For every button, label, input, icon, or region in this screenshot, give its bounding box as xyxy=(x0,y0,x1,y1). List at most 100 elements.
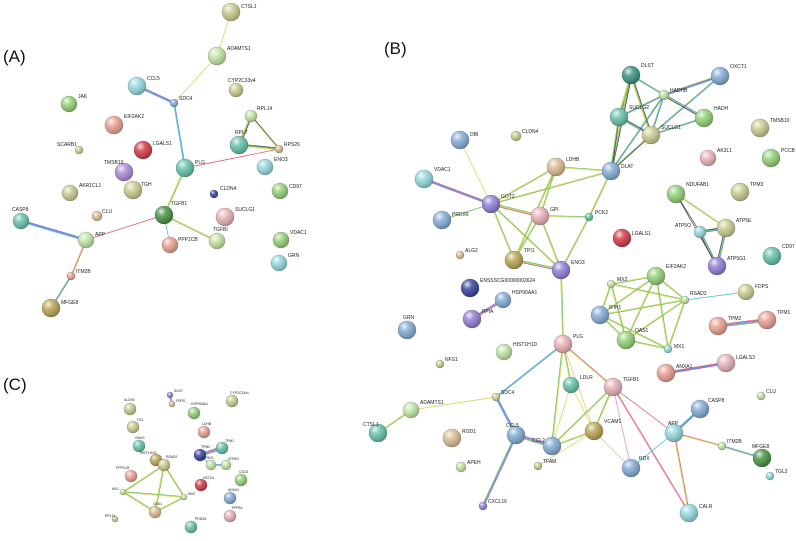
protein-node-tgl2[interactable]: TGL2 xyxy=(765,469,788,481)
protein-node-prdx6[interactable]: PRDX6 xyxy=(432,210,469,230)
protein-node-pppa1[interactable]: PPPA1 xyxy=(223,506,243,523)
protein-node-fs1[interactable]: FS1 xyxy=(126,418,143,434)
protein-node-sdc4[interactable]: SDC4 xyxy=(491,390,515,402)
protein-node-ctsl1[interactable]: CTSL1 xyxy=(221,2,257,22)
protein-node-lgals1[interactable]: LGALS1 xyxy=(133,140,172,160)
protein-node-suclg1[interactable]: SUCLG1 xyxy=(641,125,681,145)
protein-node-sulf[interactable]: SULF xyxy=(166,389,183,399)
protein-node-hsp90aa1[interactable]: HSP90AA1 xyxy=(494,290,538,309)
protein-node-scarb1[interactable]: SCARB1 xyxy=(57,142,84,155)
protein-node-ppp1cb[interactable]: PPP1CB xyxy=(161,236,198,254)
protein-node-hsp90aa1[interactable]: HSP90AA1 xyxy=(187,402,208,420)
protein-node-jak[interactable]: JAK xyxy=(60,94,88,113)
protein-node-mx1[interactable]: MX1 xyxy=(663,344,685,354)
protein-node-tpm1[interactable]: TPM1 xyxy=(215,439,234,455)
protein-node-anxa1[interactable]: ANXA1 xyxy=(223,488,239,505)
protein-node-eno3[interactable]: ENO3 xyxy=(256,157,288,176)
protein-node-ldlr[interactable]: LDLR xyxy=(562,375,593,394)
protein-node-rod1[interactable]: ROD1 xyxy=(442,428,476,448)
protein-node-cldn4[interactable]: CLDN4 xyxy=(510,129,539,142)
protein-node-ctsl1[interactable]: CTSL1 xyxy=(363,422,388,443)
protein-node-eno3[interactable]: ENO3 xyxy=(551,260,585,280)
protein-node-cldn4[interactable]: CLDN4 xyxy=(209,186,237,199)
protein-node-vdac1[interactable]: VDAC1 xyxy=(272,230,307,249)
protein-node-tgfb1[interactable]: TGFB1 xyxy=(154,201,187,225)
protein-node-hadhb[interactable]: HADHB xyxy=(658,88,688,101)
protein-node-rdx[interactable]: RDX xyxy=(621,456,650,478)
protein-node-cyp2c33v4[interactable]: CYP2C33v4 xyxy=(228,78,256,98)
protein-node-akr1cl1[interactable]: AKR1CL1 xyxy=(61,183,101,202)
protein-node-rps26[interactable]: RPS26 xyxy=(274,142,300,154)
protein-node-tpm3[interactable]: TPM3 xyxy=(730,182,764,202)
protein-node-app[interactable]: APP xyxy=(77,231,106,249)
protein-node-ldhb[interactable]: LDHB xyxy=(546,157,580,177)
protein-node-mx1[interactable]: MX1 xyxy=(112,487,127,496)
protein-node-tgh[interactable]: TGH xyxy=(123,180,152,200)
protein-node-calr[interactable]: CALR xyxy=(679,503,713,523)
protein-node-tfam[interactable]: TFAM xyxy=(533,459,556,471)
protein-node-ldhb[interactable]: LDHB xyxy=(197,422,212,439)
protein-node-apeh[interactable]: APEH xyxy=(455,460,481,473)
protein-node-tpm1[interactable]: TPM1 xyxy=(757,310,791,330)
protein-node-rpl14[interactable]: RPL14 xyxy=(105,514,119,523)
protein-node-prdx6[interactable]: PRDX6 xyxy=(184,517,206,534)
protein-node-atp5g1[interactable]: ATP5G1 xyxy=(707,256,746,276)
protein-node-adamts1[interactable]: ADAMTS1 xyxy=(402,400,444,419)
protein-node-tpm2[interactable]: TPM2 xyxy=(708,316,742,336)
protein-node-rpl14[interactable]: RPL14 xyxy=(244,106,273,123)
protein-node-dbi[interactable]: DBI xyxy=(450,130,478,150)
protein-node-eif2ak2[interactable]: EIF2AK2 xyxy=(104,114,144,135)
protein-node-grn[interactable]: GRN xyxy=(270,253,300,272)
protein-node-ak3l1[interactable]: AK3L1 xyxy=(699,148,732,167)
protein-node-ppp1cb[interactable]: PPP1CB xyxy=(116,466,138,483)
protein-node-eif2ak2[interactable]: EIF2AK2 xyxy=(646,264,686,286)
protein-node-tgfbi[interactable]: TGFBI xyxy=(208,227,228,250)
protein-node-lgals3[interactable]: LGALS3 xyxy=(716,353,755,373)
protein-node-cd97[interactable]: CD97 xyxy=(762,244,795,266)
protein-node-tmsb10[interactable]: TMSB10 xyxy=(104,160,134,182)
protein-node-mfge8[interactable]: MFGE8 xyxy=(752,444,772,468)
protein-node-alg2[interactable]: ALG2 xyxy=(455,248,478,260)
protein-node-tmsb10[interactable]: TMSB10 xyxy=(750,118,790,138)
protein-node-adamts1[interactable]: ADAMTS1 xyxy=(207,46,251,66)
protein-node-atp5g1[interactable]: ATP5G1 xyxy=(201,456,217,471)
protein-node-nfs1[interactable]: NFS1 xyxy=(435,357,458,369)
protein-node-app[interactable]: APP xyxy=(664,421,684,443)
protein-node-ppia[interactable]: PPIA xyxy=(462,309,494,329)
protein-node-ifih1[interactable]: IFIH1 xyxy=(590,305,621,325)
protein-node-casp8[interactable]: CASP8 xyxy=(12,207,30,230)
protein-node-vdac1[interactable]: VDAC1 xyxy=(414,167,451,189)
protein-node-vcam1[interactable]: VCAM1 xyxy=(584,419,621,441)
protein-node-anxa1[interactable]: ANXA1 xyxy=(656,363,693,383)
protein-node-fdps[interactable]: FDPS xyxy=(737,283,769,301)
protein-node-dlat[interactable]: DLAT xyxy=(601,161,633,181)
protein-node-ccl2[interactable]: CCL2 xyxy=(532,436,562,456)
protein-node-suclg1[interactable]: SUCLG1 xyxy=(215,207,255,227)
protein-node-dlst[interactable]: DLST xyxy=(621,63,654,85)
protein-node-cyp2c33v4[interactable]: CYP2C33v4 xyxy=(225,391,249,408)
protein-node-atp5o[interactable]: ATP5O xyxy=(675,223,707,239)
protein-node-mx2[interactable]: MX2 xyxy=(180,492,195,501)
protein-node-cxcl16[interactable]: CXCL16 xyxy=(478,499,507,511)
protein-node-mfge8[interactable]: MFGE8 xyxy=(41,298,78,318)
protein-node-pccb[interactable]: PCCB xyxy=(761,148,796,168)
protein-node-ccl5[interactable]: CCL5 xyxy=(506,423,526,445)
protein-node-casp8[interactable]: CASP8 xyxy=(690,398,725,419)
protein-node-hist1h1d[interactable]: HIST1H1D xyxy=(495,342,538,361)
protein-node-itm2b[interactable]: ITM2B xyxy=(66,269,91,281)
protein-node-oas1[interactable]: OAS1 xyxy=(148,502,162,519)
protein-node-gnas[interactable]: GNAS xyxy=(132,436,145,453)
protein-node-plg[interactable]: PLG xyxy=(553,334,583,354)
protein-node-ndufab1[interactable]: NDUFAB1 xyxy=(666,182,709,204)
protein-node-clu[interactable]: CLU xyxy=(756,389,776,401)
protein-node-rpl7[interactable]: RPL7 xyxy=(229,130,249,155)
protein-node-hst2a[interactable]: HST2A xyxy=(194,476,215,492)
protein-node-cd1d[interactable]: CD1D xyxy=(234,470,249,487)
protein-node-atp5o[interactable]: ATP5O xyxy=(220,457,239,471)
protein-node-hadh[interactable]: HADH xyxy=(694,106,729,128)
protein-node-oxct1[interactable]: OXCT1 xyxy=(710,64,747,86)
protein-node-atp5e[interactable]: ATP5E xyxy=(716,218,752,238)
protein-node-sdc4[interactable]: SDC4 xyxy=(169,96,193,108)
protein-node-cd97[interactable]: CD97 xyxy=(271,182,302,200)
protein-node-aldh2[interactable]: ALDH2 xyxy=(123,398,137,416)
